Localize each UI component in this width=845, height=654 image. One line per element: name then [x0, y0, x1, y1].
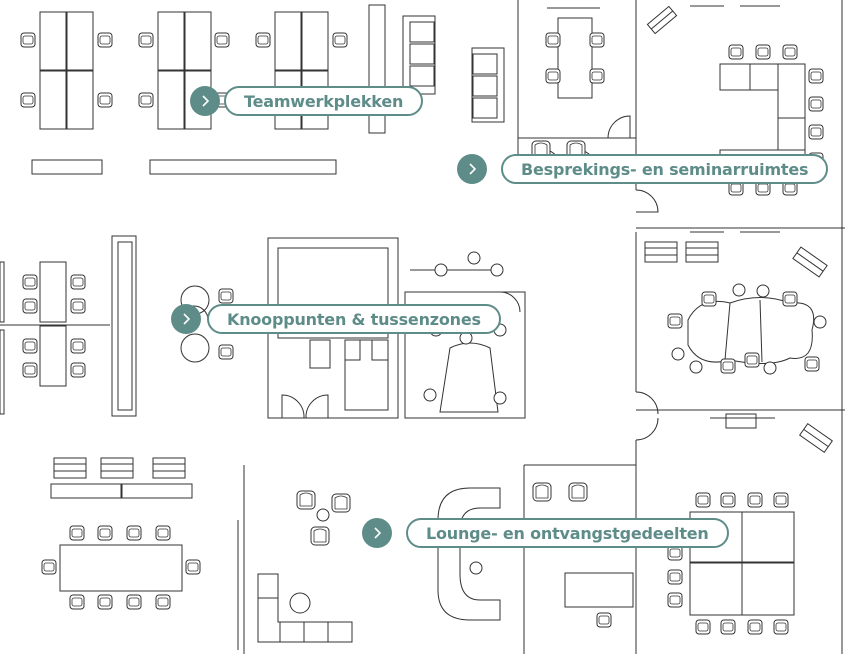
hotspot-teamwerkplekken[interactable]: Teamwerkplekken: [190, 86, 424, 116]
chevron-right-icon: [202, 95, 210, 107]
hotspot-label[interactable]: Knooppunten & tussenzones: [207, 304, 501, 334]
hotspot-button[interactable]: [457, 154, 487, 184]
hotspot-label[interactable]: Lounge- en ontvangstgedeelten: [406, 518, 729, 548]
hotspot-knooppunten[interactable]: Knooppunten & tussenzones: [171, 304, 501, 334]
hotspot-lounge[interactable]: Lounge- en ontvangstgedeelten: [362, 518, 729, 548]
chevron-right-icon: [374, 527, 382, 539]
chevron-right-icon: [469, 163, 477, 175]
hotspot-button[interactable]: [190, 86, 220, 116]
hotspot-button[interactable]: [171, 304, 201, 334]
hotspot-button[interactable]: [362, 518, 392, 548]
chevron-right-icon: [183, 313, 191, 325]
hotspot-label[interactable]: Besprekings- en seminarruimtes: [501, 154, 829, 184]
hotspot-label[interactable]: Teamwerkplekken: [224, 86, 424, 116]
hotspot-besprekingsruimtes[interactable]: Besprekings- en seminarruimtes: [457, 154, 829, 184]
